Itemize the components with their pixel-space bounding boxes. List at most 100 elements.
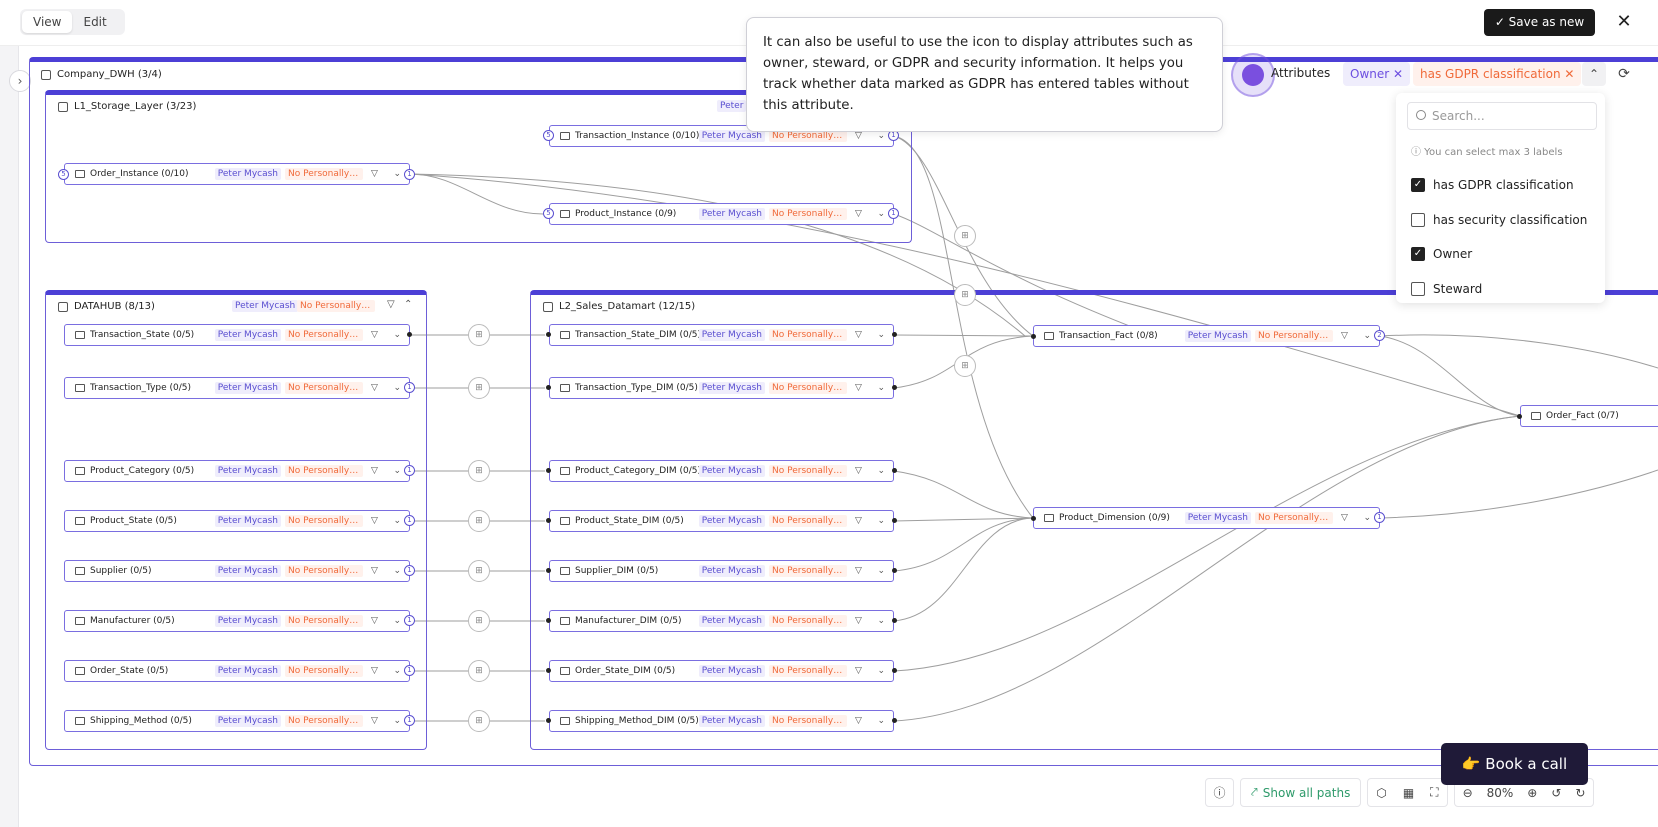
port-out[interactable]: 1 [404, 515, 415, 526]
chevron-down-icon[interactable]: ⌄ [393, 466, 401, 476]
filter-icon[interactable]: ▽ [1341, 331, 1348, 341]
filter-icon[interactable]: ▽ [371, 616, 378, 626]
show-all-paths-button[interactable]: ⤤Show all paths [1240, 778, 1362, 807]
fit-icon[interactable]: ⛶ [1430, 785, 1439, 799]
chevron-down-icon[interactable]: ⌄ [393, 716, 401, 726]
filter-icon[interactable]: ▽ [855, 131, 862, 141]
info-icon[interactable]: ⓘ [1205, 778, 1234, 807]
transform-icon[interactable]: ⊞ [468, 460, 490, 482]
chevron-down-icon[interactable]: ⌄ [877, 716, 885, 726]
chevron-up-icon[interactable]: ⌃ [404, 299, 413, 310]
port-out[interactable]: 1 [404, 615, 415, 626]
option-gdpr[interactable]: ✓has GDPR classification [1411, 176, 1574, 194]
chevron-down-icon[interactable]: ⌄ [877, 566, 885, 576]
filter-icon[interactable]: ▽ [387, 299, 395, 310]
attribute-chip-owner[interactable]: Owner ✕ [1343, 62, 1411, 86]
transform-icon[interactable]: ⊞ [468, 510, 490, 532]
chevron-down-icon[interactable]: ⌄ [393, 169, 401, 179]
chevron-down-icon[interactable]: ⌄ [393, 516, 401, 526]
chevron-down-icon[interactable]: ⌄ [877, 330, 885, 340]
refresh-icon[interactable]: ⟳ [1618, 66, 1630, 82]
filter-icon[interactable]: ▽ [1341, 513, 1348, 523]
filter-icon[interactable]: ▽ [855, 566, 862, 576]
chevron-down-icon[interactable]: ⌄ [877, 616, 885, 626]
port-out[interactable]: 1 [404, 565, 415, 576]
port-out[interactable]: 1 [404, 382, 415, 393]
port-out[interactable]: 2 [1374, 330, 1385, 341]
filter-icon[interactable]: ▽ [855, 330, 862, 340]
chevron-down-icon[interactable]: ⌄ [877, 466, 885, 476]
transform-icon[interactable]: ⊞ [954, 225, 976, 247]
port-out[interactable]: 1 [1374, 512, 1385, 523]
port-out[interactable]: 1 [404, 465, 415, 476]
chevron-down-icon[interactable]: ⌄ [877, 383, 885, 393]
group-datahub[interactable] [45, 290, 427, 750]
port-in[interactable]: 5 [543, 130, 554, 141]
node-order-fact[interactable]: Order_Fact (0/7) [1520, 405, 1658, 427]
book-a-call-button[interactable]: 👉 Book a call [1441, 743, 1588, 785]
checkbox-icon[interactable] [1411, 213, 1425, 227]
port-out[interactable]: 1 [404, 169, 415, 180]
port-out[interactable]: 1 [888, 208, 899, 219]
node-product-instance[interactable]: Product_Instance (0/9) Peter Mycash No P… [549, 203, 894, 225]
chevron-down-icon[interactable]: ⌄ [1363, 513, 1371, 523]
close-icon[interactable]: ✕ [1616, 11, 1632, 32]
transform-icon[interactable]: ⊞ [468, 377, 490, 399]
transform-icon[interactable]: ⊞ [468, 324, 490, 346]
node-transaction-fact[interactable]: Transaction_Fact (0/8) Peter Mycash No P… [1033, 325, 1380, 347]
chevron-up-icon[interactable]: ⌃ [1582, 62, 1606, 86]
tour-hotspot-icon[interactable] [1242, 64, 1264, 86]
group-l2-sales-datamart[interactable] [530, 290, 1658, 750]
transform-icon[interactable]: ⊞ [468, 610, 490, 632]
edit-tab[interactable]: Edit [83, 15, 107, 29]
transform-icon[interactable]: ⊞ [468, 560, 490, 582]
chevron-down-icon[interactable]: ⌄ [393, 666, 401, 676]
filter-icon[interactable]: ▽ [371, 566, 378, 576]
filter-icon[interactable]: ▽ [371, 330, 378, 340]
undo-icon[interactable]: ↺ [1551, 785, 1562, 800]
filter-icon[interactable]: ▽ [371, 716, 378, 726]
zoom-in-icon[interactable]: ⊕ [1527, 785, 1538, 800]
layout-icon[interactable]: ⬡ [1376, 785, 1387, 800]
chevron-down-icon[interactable]: ⌄ [877, 666, 885, 676]
chevron-down-icon[interactable]: ⌄ [1363, 331, 1371, 341]
filter-icon[interactable]: ▽ [371, 466, 378, 476]
filter-icon[interactable]: ▽ [371, 383, 378, 393]
filter-icon[interactable]: ▽ [855, 666, 862, 676]
chevron-down-icon[interactable]: ⌄ [877, 209, 885, 219]
checkbox-checked-icon[interactable]: ✓ [1411, 247, 1425, 261]
filter-icon[interactable]: ▽ [371, 666, 378, 676]
view-tab[interactable]: View [22, 11, 73, 33]
filter-icon[interactable]: ▽ [371, 516, 378, 526]
filter-icon[interactable]: ▽ [855, 516, 862, 526]
filter-icon[interactable]: ▽ [855, 466, 862, 476]
group-l1-storage-layer[interactable] [45, 90, 912, 243]
filter-icon[interactable]: ▽ [855, 616, 862, 626]
attribute-search-input[interactable]: Search... [1407, 102, 1597, 130]
map-icon[interactable]: ▦ [1402, 785, 1415, 800]
chevron-down-icon[interactable]: ⌄ [877, 131, 885, 141]
transform-icon[interactable]: ⊞ [468, 710, 490, 732]
port-out[interactable]: 1 [404, 715, 415, 726]
node-order-instance[interactable]: Order_Instance (0/10) Peter Mycash No Pe… [64, 163, 410, 185]
checkbox-icon[interactable] [1411, 282, 1425, 296]
port-in[interactable]: 5 [543, 208, 554, 219]
filter-icon[interactable]: ▽ [371, 169, 378, 179]
attribute-chip-gdpr[interactable]: has GDPR classification ✕ [1413, 62, 1582, 86]
transform-icon[interactable]: ⊞ [954, 355, 976, 377]
chevron-down-icon[interactable]: ⌄ [393, 330, 401, 340]
port-out[interactable]: 1 [404, 665, 415, 676]
